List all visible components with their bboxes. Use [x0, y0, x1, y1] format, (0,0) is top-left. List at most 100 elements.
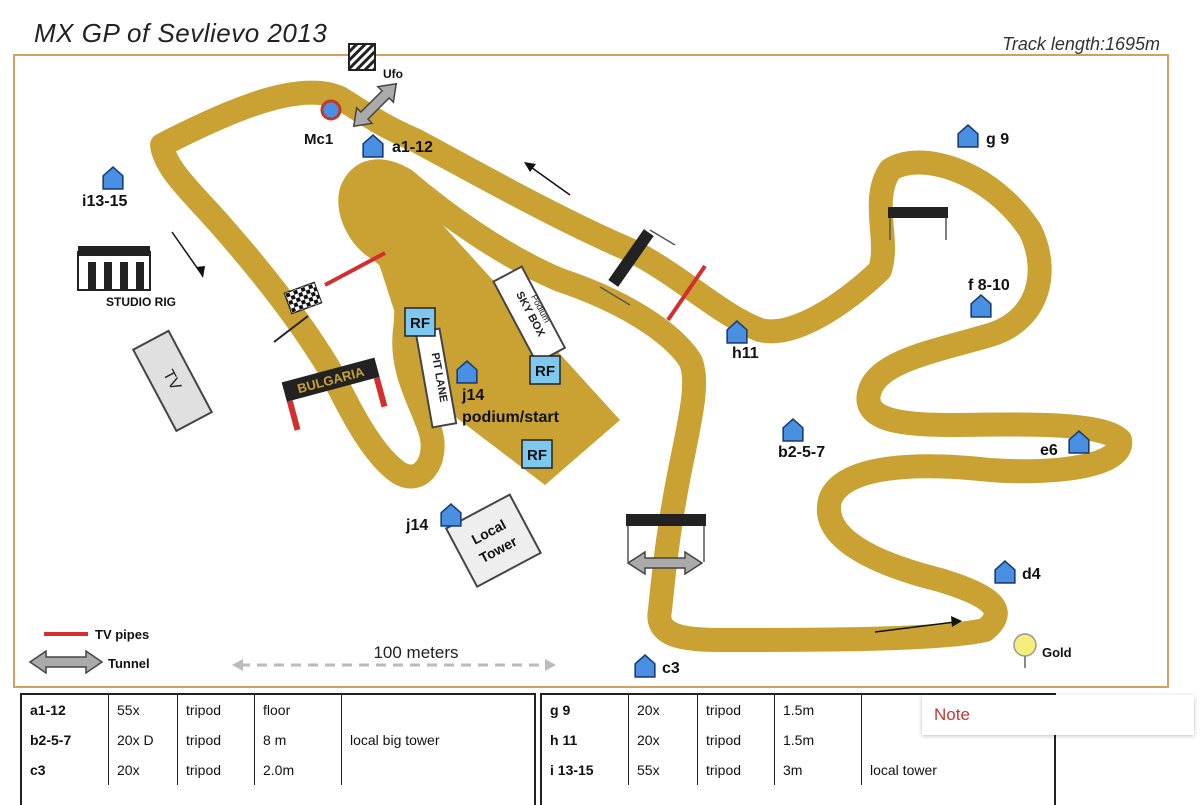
- direction-arrow: [874, 621, 956, 633]
- direction-arrowhead: [196, 266, 205, 278]
- table-cell: local big tower: [350, 732, 440, 748]
- pit-lane-box: PIT LANE: [414, 327, 458, 429]
- camera-h11-label: h11: [732, 345, 759, 362]
- camera-f8-icon: [970, 294, 992, 318]
- svg-text:RF: RF: [535, 363, 555, 380]
- camera-i13-label: i13-15: [82, 193, 127, 210]
- camera-a1-label: a1-12: [392, 139, 433, 156]
- camera-b2-icon: [782, 418, 804, 442]
- podium-start-label: podium/start: [462, 409, 560, 426]
- table-cell: tripod: [697, 755, 775, 785]
- ufo-marker: [348, 43, 376, 71]
- camera-j14-label: j14: [461, 387, 484, 404]
- svg-text:RF: RF: [410, 315, 430, 332]
- ufo-arrow: [352, 82, 398, 128]
- studio-rig: [77, 246, 151, 291]
- table-cell: 20x: [108, 755, 178, 785]
- table-cell: 1.5m: [774, 725, 862, 755]
- table-cell: 1.5m: [774, 695, 862, 725]
- direction-arrowhead: [524, 162, 536, 172]
- table-cell: 8 m: [254, 725, 342, 755]
- checkered-flag: [273, 281, 323, 343]
- mc1-marker: [320, 99, 342, 121]
- table-cell: tripod: [177, 695, 255, 725]
- table-cell: 2.0m: [254, 755, 342, 785]
- table-cell: 20x D: [108, 725, 178, 755]
- pit-area: [355, 177, 620, 485]
- gold-marker: [1013, 633, 1037, 668]
- camera-a1-icon: [362, 134, 384, 158]
- scale-label: 100 meters: [373, 643, 458, 662]
- map-frame: [13, 54, 1169, 688]
- direction-arrow: [527, 164, 571, 196]
- table-cell: b2-5-7: [22, 725, 109, 755]
- camera-j14b-icon: [440, 503, 462, 527]
- direction-arrow: [171, 231, 201, 273]
- note-popup[interactable]: Note: [922, 695, 1194, 735]
- table-cell: i 13-15: [542, 755, 629, 785]
- track-map: BULGARIA Ufo Mc1 STUDIO RIG TV PIT LANE: [13, 43, 1169, 688]
- table-cell: tripod: [697, 725, 775, 755]
- mc1-label: Mc1: [304, 131, 333, 148]
- rf-marker: RF: [521, 439, 553, 469]
- camera-c3-icon: [634, 654, 656, 678]
- bridge-gantry: [599, 229, 676, 306]
- table-cell: floor: [254, 695, 342, 725]
- studio-rig-label: STUDIO RIG: [106, 295, 176, 309]
- tv-pipe: [666, 264, 707, 322]
- table-cell: tripod: [177, 725, 255, 755]
- table-cell: g 9: [542, 695, 629, 725]
- table-cell: tripod: [177, 755, 255, 785]
- table-cell: h 11: [542, 725, 629, 755]
- rf-marker: RF: [529, 355, 561, 385]
- tv-truck: TV: [131, 329, 214, 433]
- table-cell: 20x: [628, 695, 698, 725]
- svg-text:RF: RF: [527, 447, 547, 464]
- camera-e6-label: e6: [1040, 442, 1058, 459]
- camera-d4-label: d4: [1022, 566, 1041, 583]
- camera-c3-label: c3: [662, 660, 680, 677]
- local-tower: Local Tower: [444, 493, 543, 589]
- table-cell: [342, 695, 529, 725]
- table-cell: a1-12: [22, 695, 109, 725]
- gold-label: Gold: [1042, 645, 1072, 660]
- camera-g9-icon: [957, 124, 979, 148]
- rf-marker: RF: [404, 307, 436, 337]
- ufo-label: Ufo: [383, 67, 403, 81]
- camera-d4-icon: [994, 560, 1016, 584]
- camera-i13-icon: [102, 166, 124, 190]
- scale-arrow-right: [545, 659, 556, 671]
- direction-arrowhead: [951, 616, 962, 627]
- table-cell: 55x: [108, 695, 178, 725]
- map-title: MX GP of Sevlievo 2013: [34, 18, 328, 48]
- table-cell: c3: [22, 755, 109, 785]
- camera-j14b-label: j14: [405, 517, 428, 534]
- camera-f8-label: f 8-10: [968, 277, 1010, 294]
- track-length: Track length:1695m: [1002, 34, 1160, 54]
- scale-arrow-left: [232, 659, 243, 671]
- legend-tunnel-swatch: [28, 649, 104, 675]
- table-cell: 3m: [774, 755, 862, 785]
- bridge-gantry: [888, 207, 948, 240]
- bridge-gantry: [626, 514, 706, 562]
- table-cell: 55x: [628, 755, 698, 785]
- table-cell: tripod: [697, 695, 775, 725]
- camera-b2-label: b2-5-7: [778, 444, 825, 461]
- table-cell: [342, 755, 529, 785]
- table-cell: 20x: [628, 725, 698, 755]
- note-label: Note: [934, 705, 970, 724]
- tv-pipe: [324, 251, 386, 287]
- table-cell: local tower: [870, 762, 937, 778]
- legend-tv-pipes-label: TV pipes: [95, 627, 149, 642]
- tunnel-marker: [626, 550, 704, 576]
- camera-g9-label: g 9: [986, 131, 1009, 148]
- legend-tunnel-label: Tunnel: [108, 656, 150, 671]
